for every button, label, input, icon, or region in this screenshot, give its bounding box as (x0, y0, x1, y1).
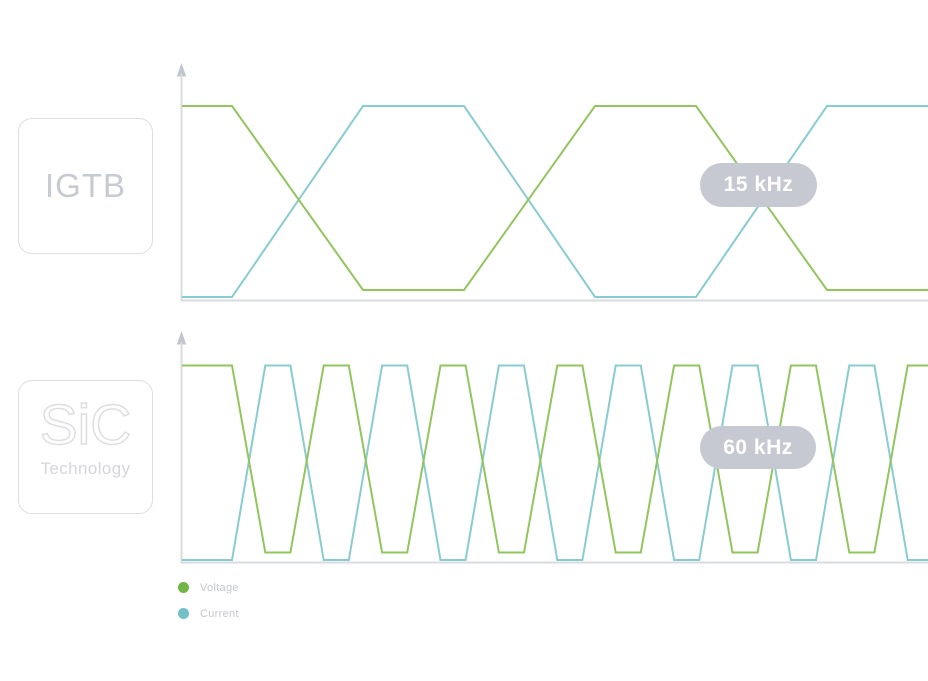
igbt-label: IGTB (44, 167, 126, 204)
voltage-wave (182, 364, 928, 554)
current-wave (182, 364, 928, 561)
igbt-waveforms (182, 105, 928, 298)
sic-waveforms (182, 364, 928, 561)
sic-technology-label: Technology (40, 459, 131, 478)
current-swatch-icon (178, 608, 189, 619)
sic-chart-axis (176, 331, 928, 564)
legend-label: Current (200, 607, 239, 620)
voltage-swatch-icon (178, 582, 189, 593)
igbt-card: IGTB (18, 118, 153, 254)
sic-label: SiC (39, 393, 132, 457)
current-wave (182, 105, 928, 298)
y-axis-arrow-icon (176, 331, 187, 345)
sic-card: SiC Technology (18, 380, 153, 514)
legend-item-voltage: Voltage (178, 579, 239, 596)
legend-label: Voltage (200, 581, 239, 594)
y-axis-arrow-icon (176, 63, 187, 77)
frequency-badge-60khz: 60 kHz (700, 426, 816, 469)
voltage-wave (182, 105, 928, 291)
legend: Voltage Current (178, 579, 239, 622)
igbt-chart-axis (176, 63, 928, 302)
frequency-badge-15khz: 15 kHz (700, 163, 817, 207)
legend-item-current: Current (178, 605, 239, 622)
